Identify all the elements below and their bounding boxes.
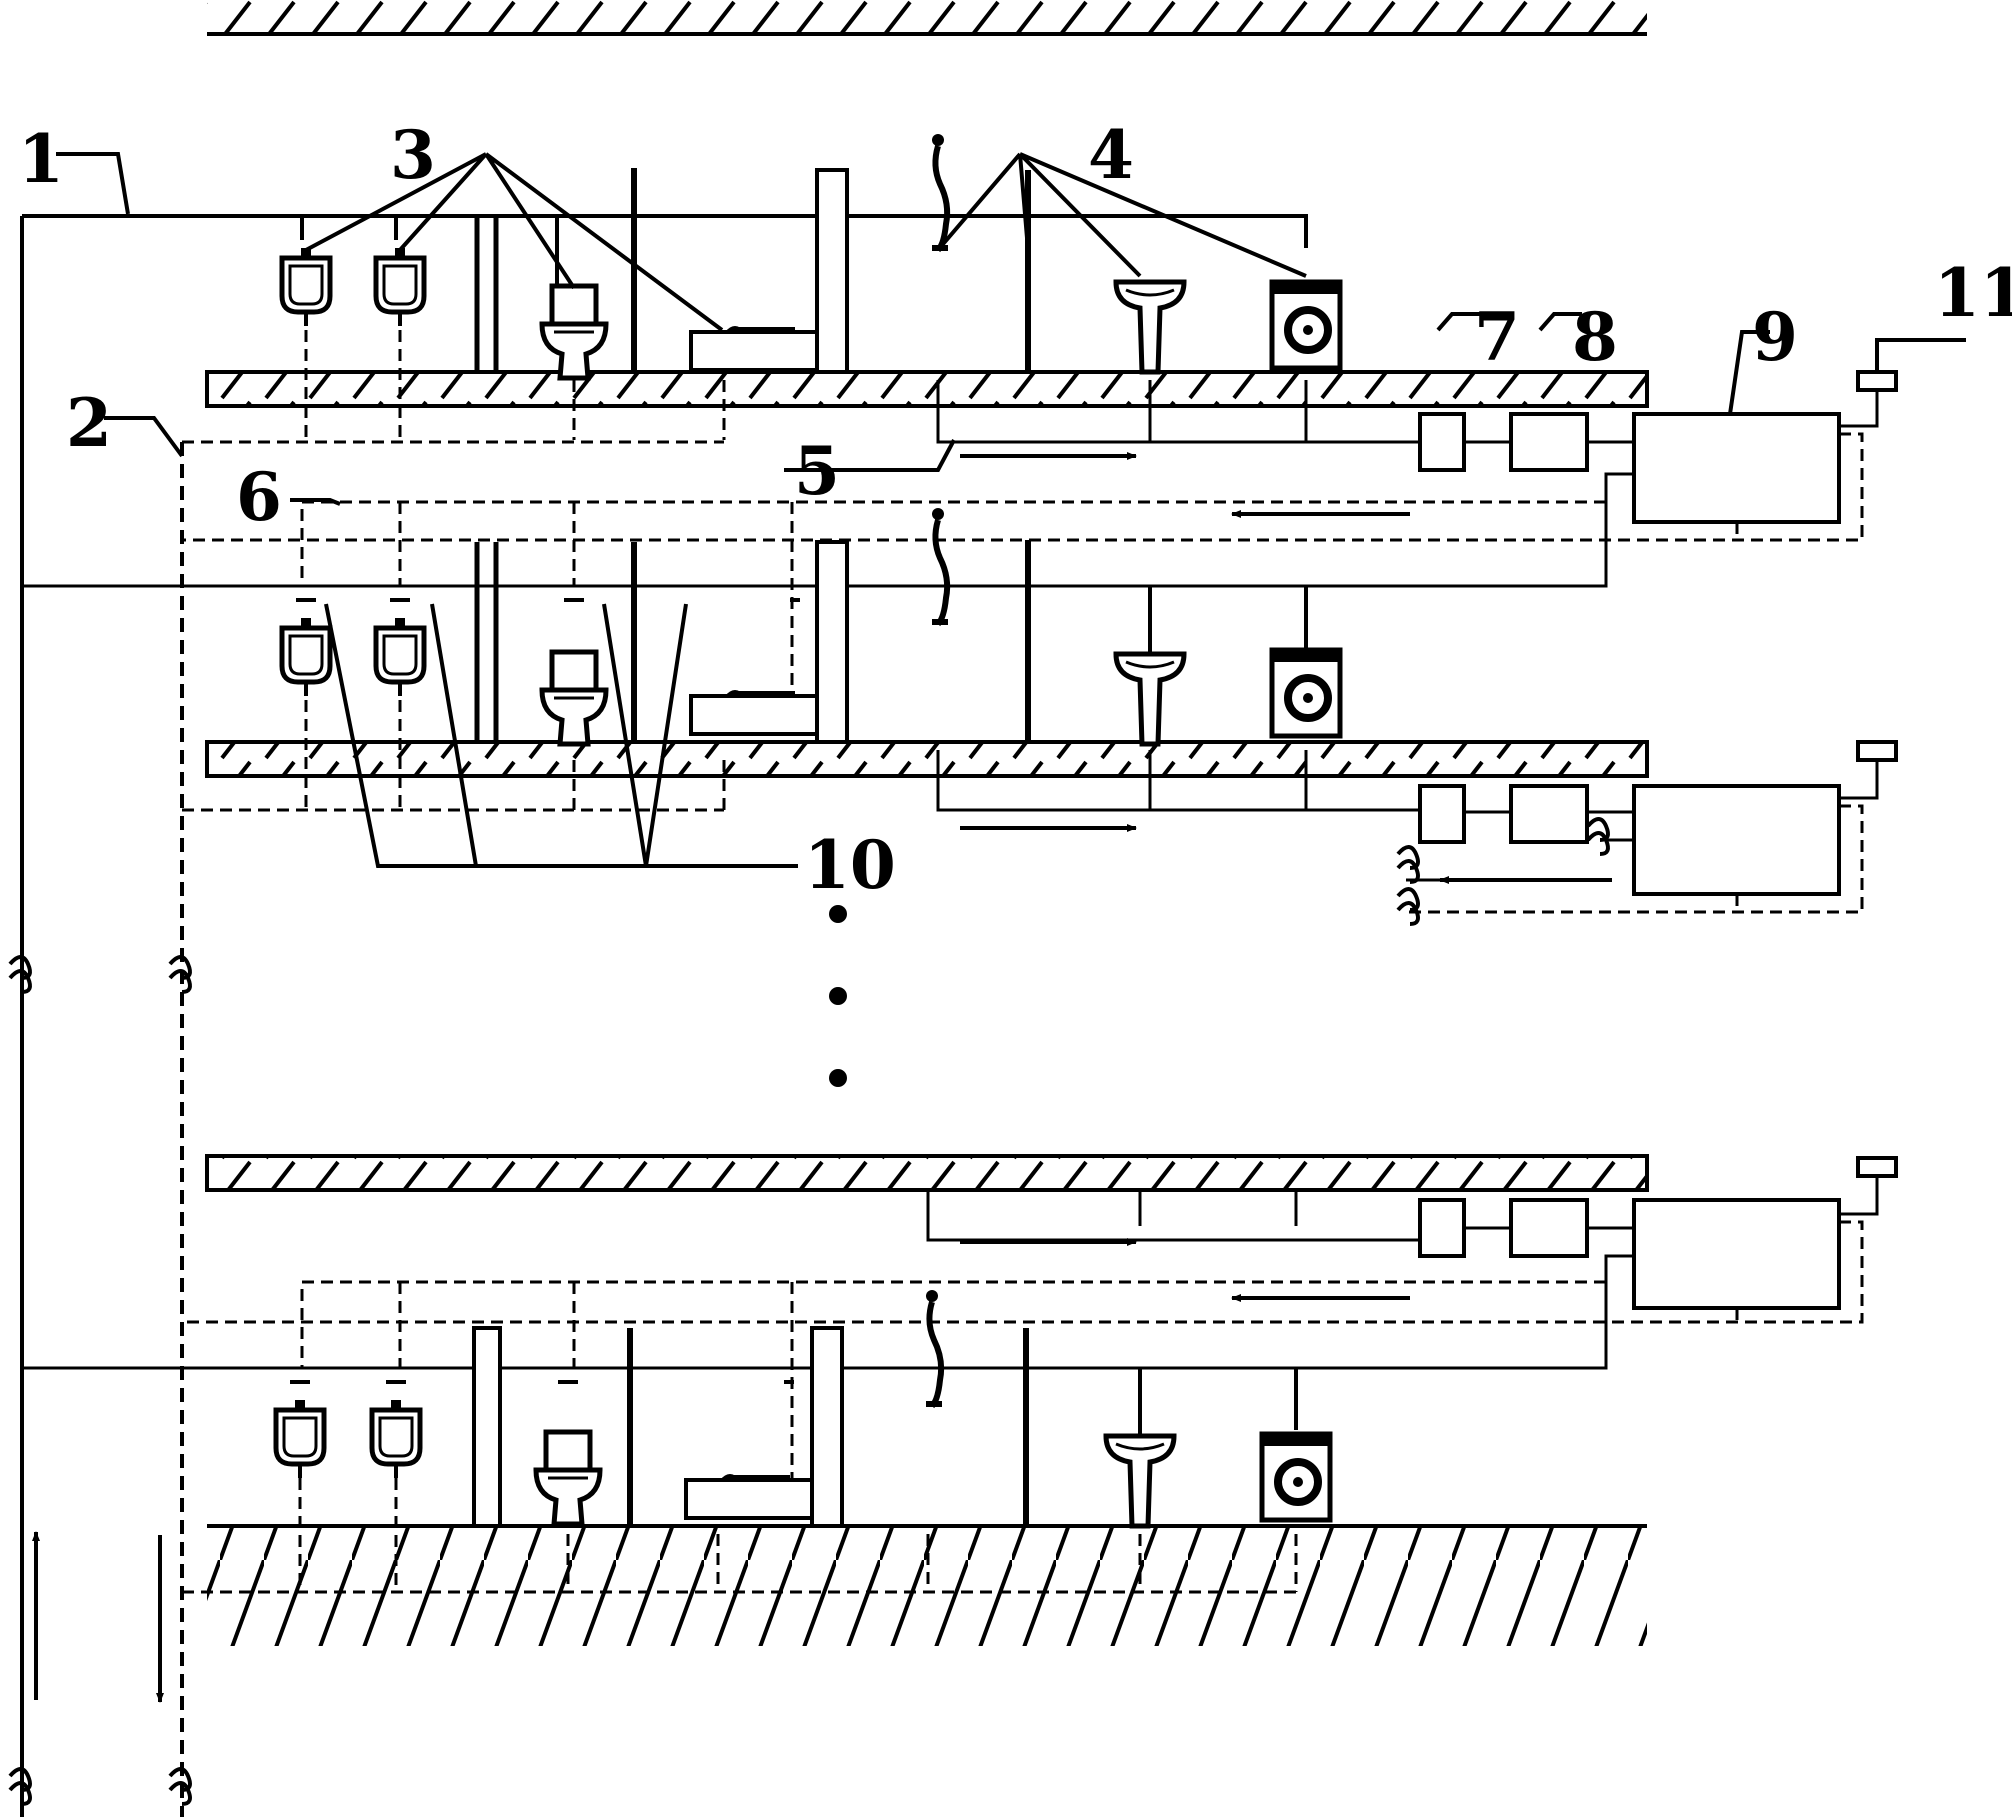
- label-5: 5: [794, 432, 840, 510]
- label-2: 2: [66, 384, 112, 462]
- label-7: 7: [1474, 298, 1520, 376]
- callout-labels: 1 2 3 4 5 6 7 8 9 10 11: [18, 116, 2012, 904]
- floor-1: [22, 134, 1898, 702]
- unit-11-box: [1856, 370, 1898, 392]
- floor-3: [22, 1156, 1898, 1594]
- label-10: 10: [804, 826, 896, 904]
- top-slab: [207, 0, 1647, 36]
- unit-8-box: [1509, 412, 1589, 472]
- unit-9-box: [1632, 412, 1841, 524]
- slab-floor-1: [205, 370, 1649, 408]
- callout-leaders: [56, 152, 1966, 868]
- label-3: 3: [390, 116, 436, 194]
- unit-7-box: [1418, 412, 1466, 472]
- slab-floor-3: [205, 1154, 1649, 1192]
- label-9: 9: [1752, 298, 1798, 376]
- label-11: 11: [1934, 254, 2012, 332]
- continuation-dots: [829, 905, 847, 1087]
- slab-floor-2: [205, 740, 1649, 778]
- label-1: 1: [18, 120, 64, 198]
- riser-flow-arrows: [32, 1531, 164, 1703]
- floor-2: [182, 508, 1898, 926]
- label-8: 8: [1572, 298, 1618, 376]
- label-6: 6: [236, 458, 282, 536]
- label-4: 4: [1088, 116, 1134, 194]
